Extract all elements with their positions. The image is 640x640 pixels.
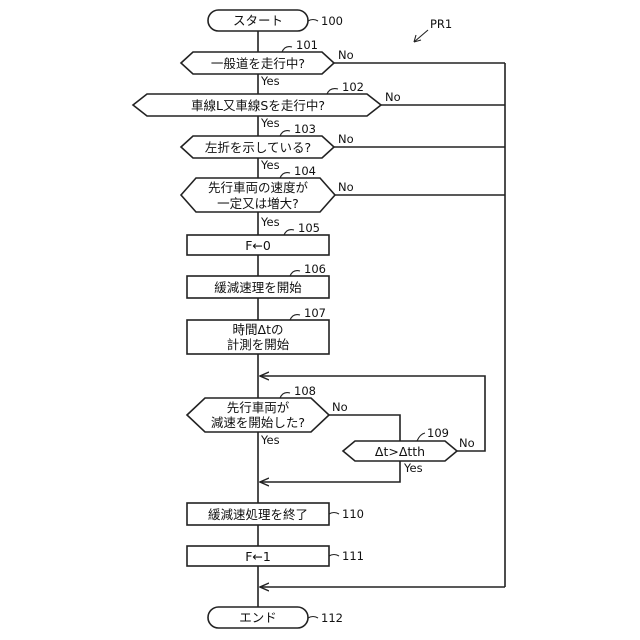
no-109: No xyxy=(459,436,475,450)
yes-109: Yes xyxy=(403,461,423,475)
ref-109: 109 xyxy=(427,426,449,440)
yes-102: Yes xyxy=(260,116,280,130)
figure-label: PR1 xyxy=(430,17,452,31)
ref-106: 106 xyxy=(304,262,326,276)
step-103-decision: 左折を示している? 103 No Yes xyxy=(181,122,505,172)
step-100-start: スタート 100 xyxy=(208,10,343,31)
yes-101: Yes xyxy=(260,74,280,88)
ref-108: 108 xyxy=(294,384,316,398)
ref-111: 111 xyxy=(342,549,364,563)
step-102-decision: 車線L又車線Sを走行中? 102 No Yes xyxy=(133,80,505,130)
process-110-label: 緩減速処理を終了 xyxy=(208,507,308,522)
yes-104: Yes xyxy=(260,215,280,229)
ref-103: 103 xyxy=(294,122,316,136)
ref-112: 112 xyxy=(321,611,343,625)
process-107-line1: 時間Δtの xyxy=(233,322,284,337)
step-104-decision: 先行車両の速度が 一定又は増大? 104 No Yes xyxy=(181,164,505,229)
step-109-decision: Δt>Δtth 109 No Yes xyxy=(260,426,475,482)
process-106-label: 緩減速理を開始 xyxy=(214,280,302,295)
decision-102-label: 車線L又車線Sを走行中? xyxy=(191,98,325,113)
decision-108-line2: 減速を開始した? xyxy=(211,415,305,430)
decision-104-line1: 先行車両の速度が xyxy=(208,180,309,195)
decision-104-line2: 一定又は増大? xyxy=(217,196,299,211)
process-107-line2: 計測を開始 xyxy=(227,337,290,352)
decision-103-label: 左折を示している? xyxy=(205,140,311,155)
ref-102: 102 xyxy=(342,80,364,94)
yes-108: Yes xyxy=(260,433,280,447)
no-102: No xyxy=(385,90,401,104)
decision-101-label: 一般道を走行中? xyxy=(211,56,305,71)
no-104: No xyxy=(338,180,354,194)
process-105-label: F←0 xyxy=(245,238,271,253)
end-label: エンド xyxy=(239,610,277,625)
decision-108-line1: 先行車両が xyxy=(227,400,290,415)
ref-107: 107 xyxy=(304,306,326,320)
step-112-end: エンド 112 xyxy=(208,607,343,628)
ref-110: 110 xyxy=(342,507,364,521)
ref-104: 104 xyxy=(294,164,316,178)
no-108: No xyxy=(332,400,348,414)
no-103: No xyxy=(338,132,354,146)
ref-100: 100 xyxy=(321,14,343,28)
process-111-label: F←1 xyxy=(245,549,271,564)
ref-105: 105 xyxy=(298,221,320,235)
no-101: No xyxy=(338,48,354,62)
step-111-process: F←1 111 xyxy=(187,546,364,566)
start-label: スタート xyxy=(233,13,283,28)
yes-103: Yes xyxy=(260,158,280,172)
step-108-decision: 先行車両が 減速を開始した? 108 No Yes xyxy=(187,384,400,447)
decision-109-label: Δt>Δtth xyxy=(375,444,425,459)
ref-101: 101 xyxy=(296,38,318,52)
step-110-process: 緩減速処理を終了 110 xyxy=(187,503,364,525)
